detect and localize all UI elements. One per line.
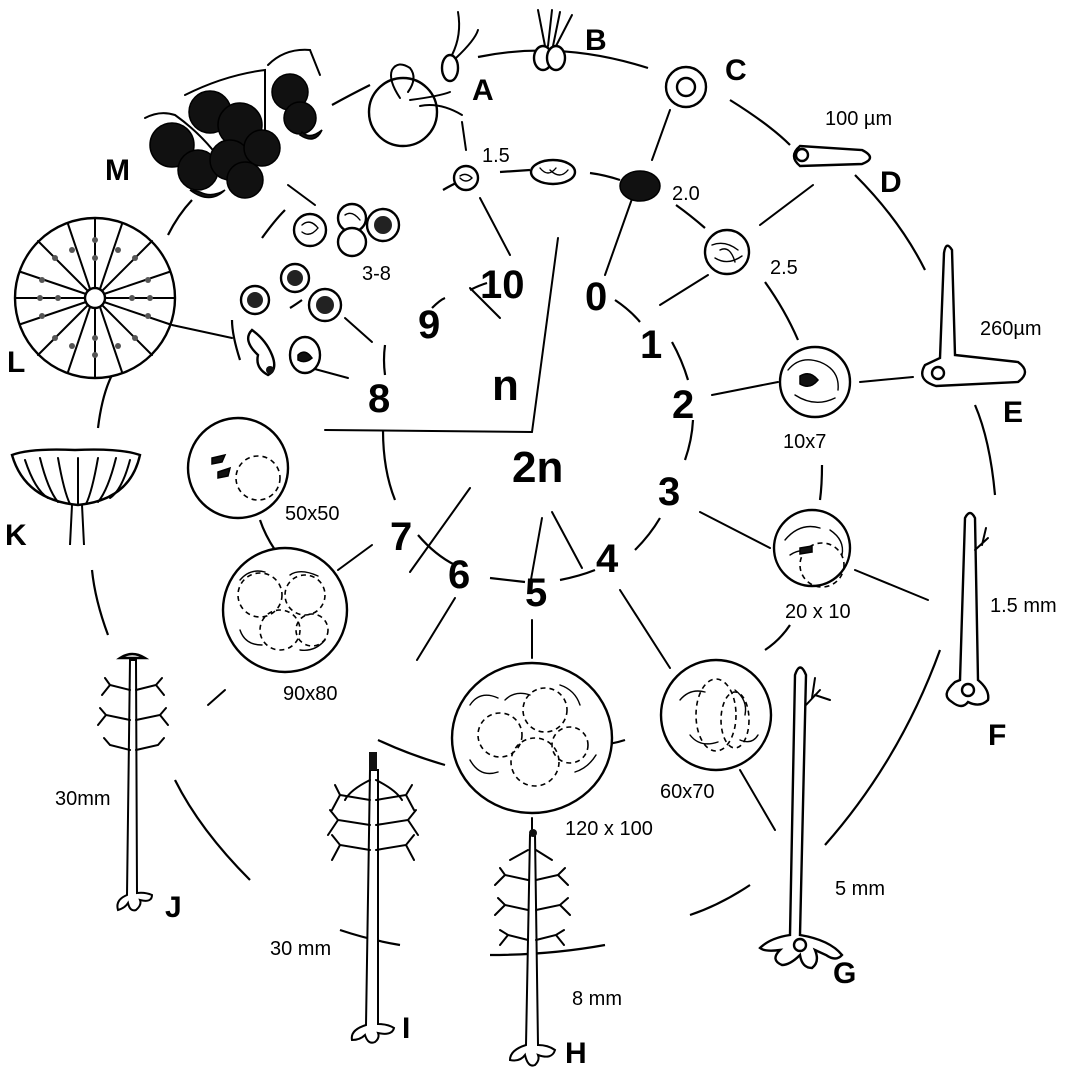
- label-c: C: [725, 54, 747, 87]
- nucleus-10x7: [780, 347, 850, 417]
- nucleus-2-0: [620, 171, 660, 201]
- nsize-20x10: 20 x 10: [785, 601, 851, 623]
- nucleus-50x50: [188, 418, 288, 518]
- stage-10: 10: [480, 263, 525, 307]
- label-e: E: [1003, 396, 1023, 429]
- nucleus-dividing: [531, 160, 575, 184]
- alga-i: [328, 752, 418, 1043]
- cap-top-view-l: [15, 218, 175, 378]
- nsize-60x70: 60x70: [660, 781, 715, 803]
- stage-2: 2: [672, 383, 694, 427]
- nsize-10x7: 10x7: [783, 431, 826, 453]
- zygote-c: [666, 67, 706, 107]
- stage-1: 1: [640, 323, 662, 367]
- size-e: 260µm: [980, 318, 1042, 340]
- nucleus-60x70: [661, 660, 771, 770]
- alga-g: [760, 668, 842, 969]
- label-m: M: [105, 154, 130, 187]
- cycle-labels: A B C D E F G H I J K L M: [5, 24, 1023, 1070]
- size-h: 8 mm: [572, 988, 622, 1010]
- label-j: J: [165, 891, 182, 924]
- mature-cap-k: [12, 450, 140, 545]
- nsize-120x100: 120 x 100: [565, 818, 653, 840]
- size-i: 30 mm: [270, 938, 331, 960]
- alga-f: [947, 513, 989, 706]
- nsize-2-5: 2.5: [770, 257, 798, 279]
- haploid-nuclei-3-8: [241, 204, 399, 375]
- stage-9: 9: [418, 303, 440, 347]
- stage-5: 5: [525, 571, 547, 615]
- stage-3: 3: [658, 470, 680, 514]
- label-h: H: [565, 1037, 587, 1070]
- nucleus-120x100: [452, 663, 612, 813]
- nucleus-90x80: [223, 548, 347, 672]
- size-d: 100 µm: [825, 108, 892, 130]
- label-k: K: [5, 519, 27, 552]
- cysts-m: [145, 50, 322, 198]
- stage-6: 6: [448, 553, 470, 597]
- size-g: 5 mm: [835, 878, 885, 900]
- alga-j: [98, 654, 168, 910]
- label-i: I: [402, 1012, 410, 1045]
- nsize-2-0: 2.0: [672, 183, 700, 205]
- nucleus-2-5: [705, 230, 749, 274]
- nsize-1-5: 1.5: [482, 145, 510, 167]
- ploidy-haploid: n: [492, 361, 519, 410]
- germling-d: [794, 146, 870, 166]
- young-alga-e: [922, 246, 1025, 386]
- label-b: B: [585, 24, 607, 57]
- stage-8: 8: [368, 377, 390, 421]
- nsize-90x80: 90x80: [283, 683, 338, 705]
- label-d: D: [880, 166, 902, 199]
- size-j: 30mm: [55, 788, 111, 810]
- nsize-3-8: 3-8: [362, 263, 391, 285]
- label-l: L: [7, 346, 25, 379]
- nucleus-1-5: [454, 166, 478, 190]
- nsize-50x50: 50x50: [285, 503, 340, 525]
- label-a: A: [472, 74, 494, 107]
- size-f: 1.5 mm: [990, 595, 1057, 617]
- label-f: F: [988, 719, 1006, 752]
- stage-4: 4: [596, 537, 619, 581]
- ploidy-diploid: 2n: [512, 443, 563, 492]
- nucleus-20x10: [774, 510, 850, 587]
- alga-h: [495, 829, 570, 1066]
- zygote-b: [534, 10, 572, 70]
- stage-7: 7: [390, 515, 412, 559]
- stage-0: 0: [585, 275, 607, 319]
- label-g: G: [833, 957, 856, 990]
